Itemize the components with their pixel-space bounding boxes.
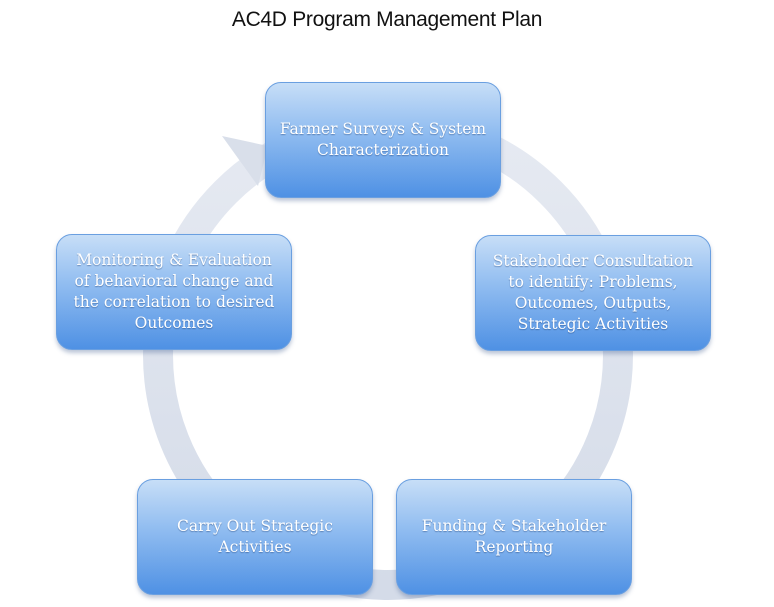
node-label: Funding & Stakeholder Reporting xyxy=(421,517,607,556)
node-label: Monitoring & Evaluation of behavioral ch… xyxy=(73,251,275,332)
node-label: Carry Out Strategic Activities xyxy=(177,517,333,556)
node-monitoring-evaluation: Monitoring & Evaluation of behavioral ch… xyxy=(56,234,292,350)
node-stakeholder-consultation: Stakeholder Consultation to identify: Pr… xyxy=(475,235,711,351)
node-label: Farmer Surveys & System Characterization xyxy=(279,120,487,159)
node-carry-out-activities: Carry Out Strategic Activities xyxy=(137,479,373,595)
node-farmer-surveys: Farmer Surveys & System Characterization xyxy=(265,82,501,198)
diagram-title: AC4D Program Management Plan xyxy=(231,8,543,31)
node-label: Stakeholder Consultation to identify: Pr… xyxy=(492,252,694,333)
node-funding-reporting: Funding & Stakeholder Reporting xyxy=(396,479,632,595)
cycle-arrow-head xyxy=(222,136,268,186)
